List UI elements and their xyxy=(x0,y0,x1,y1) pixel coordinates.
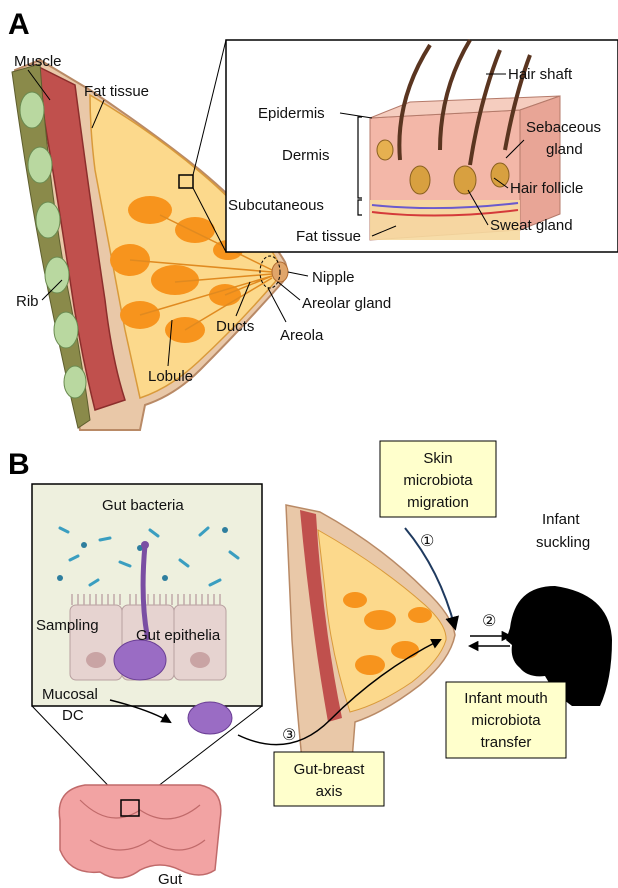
label-epidermis: Epidermis xyxy=(258,105,325,122)
label-infant-2: suckling xyxy=(536,534,590,551)
step-marker-3: ③ xyxy=(282,727,296,744)
label-rib: Rib xyxy=(16,293,39,310)
axis-box-line1: Gut-breast xyxy=(294,761,366,778)
mouth-box-line2: microbiota xyxy=(471,712,541,729)
label-nipple: Nipple xyxy=(312,269,355,286)
label-sweat-gland: Sweat gland xyxy=(490,217,573,234)
gut-illustration xyxy=(59,785,221,878)
label-dc: DC xyxy=(62,707,84,724)
label-areola: Areola xyxy=(280,327,324,344)
label-gut-epithelia: Gut epithelia xyxy=(136,627,221,644)
label-sebaceous-2: gland xyxy=(546,141,583,158)
label-gut: Gut xyxy=(158,871,183,888)
step-marker-1: ① xyxy=(420,533,434,550)
label-sampling: Sampling xyxy=(36,617,99,634)
label-ducts: Ducts xyxy=(216,318,254,335)
skin-microbiota-box: Skin microbiota migration xyxy=(380,441,496,517)
label-fat-tissue: Fat tissue xyxy=(84,83,149,100)
skin-box-line2: microbiota xyxy=(403,472,473,489)
label-mucosal: Mucosal xyxy=(42,686,98,703)
skin-box-line1: Skin xyxy=(423,450,452,467)
label-lobule: Lobule xyxy=(148,368,193,385)
axis-box-line2: axis xyxy=(316,783,343,800)
label-subcutaneous: Subcutaneous xyxy=(228,197,324,214)
label-sebaceous-1: Sebaceous xyxy=(526,119,601,136)
panel-b-label: B xyxy=(8,448,30,481)
mouth-box-line3: transfer xyxy=(481,734,532,751)
label-dermis: Dermis xyxy=(282,147,330,164)
label-gut-bacteria: Gut bacteria xyxy=(102,497,184,514)
skin-box-line3: migration xyxy=(407,494,469,511)
infant-mouth-box: Infant mouth microbiota transfer xyxy=(446,682,566,758)
label-infant-1: Infant xyxy=(542,511,580,528)
label-areolar-gland: Areolar gland xyxy=(302,295,391,312)
label-hair-follicle: Hair follicle xyxy=(510,180,583,197)
panel-a-label: A xyxy=(8,8,30,41)
label-muscle: Muscle xyxy=(14,53,62,70)
gut-breast-axis-box: Gut-breast axis xyxy=(274,752,384,806)
step-marker-2: ② xyxy=(482,613,496,630)
mouth-box-line1: Infant mouth xyxy=(464,690,547,707)
label-hair-shaft: Hair shaft xyxy=(508,66,573,83)
label-inset-fat-tissue: Fat tissue xyxy=(296,228,361,245)
